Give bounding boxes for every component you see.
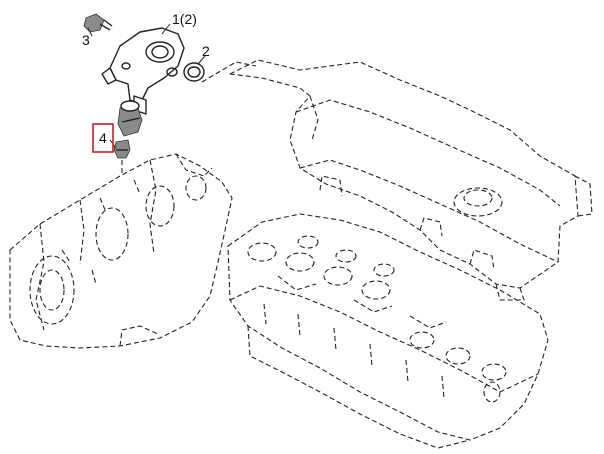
hose-sleeve (117, 100, 143, 137)
seal-ring-part (183, 62, 205, 82)
callout-4-highlight-box[interactable] (92, 123, 114, 153)
leader-line-3 (87, 27, 93, 37)
callout-4[interactable]: 4 (99, 130, 107, 146)
bolt-part (83, 13, 113, 33)
callout-2[interactable]: 2 (202, 43, 210, 59)
callout-3[interactable]: 3 (82, 32, 90, 48)
leader-line-1 (161, 23, 171, 35)
leader-line-2 (197, 55, 206, 65)
cylinder-head (227, 213, 549, 449)
gear-housing (9, 153, 233, 349)
callout-1[interactable]: 1(2) (172, 11, 197, 27)
breather-housing (101, 27, 185, 115)
fitting-part (113, 139, 131, 159)
valve-cover (229, 59, 593, 301)
